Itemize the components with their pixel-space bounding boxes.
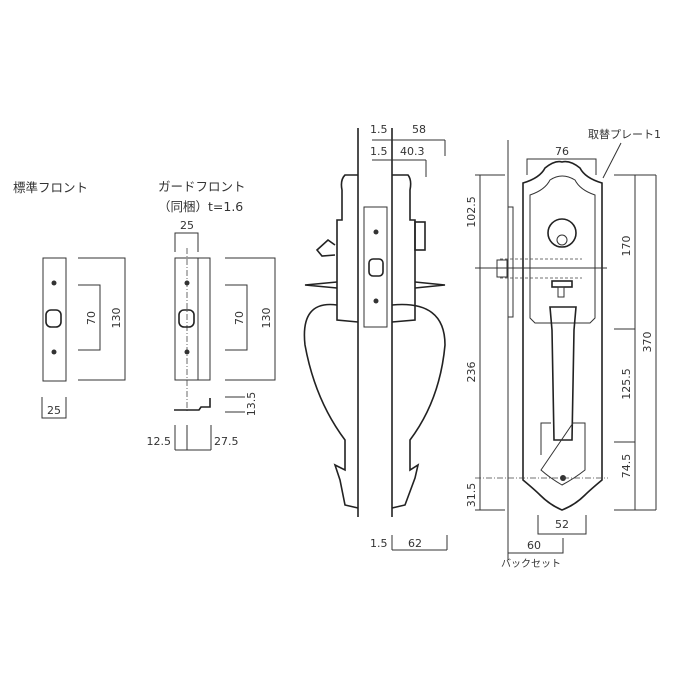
plate-label: 取替プレート1 xyxy=(588,127,661,141)
screw-hole xyxy=(184,280,190,286)
dim-370: 370 xyxy=(641,332,654,353)
escutcheon-inside xyxy=(336,174,359,323)
dim-60: 60 xyxy=(527,539,541,552)
mortise-front-plate xyxy=(363,206,388,328)
dim-70: 70 xyxy=(85,311,98,325)
latch-hole xyxy=(45,309,62,328)
screw-hole xyxy=(184,349,190,355)
guard-front-plate xyxy=(174,257,211,381)
thumb-turn xyxy=(315,238,336,257)
inside-handle xyxy=(303,303,359,509)
dim-1-5: 1.5 xyxy=(370,123,388,136)
dim-76: 76 xyxy=(555,145,569,158)
key-cylinder xyxy=(547,218,577,248)
dim-1-5: 1.5 xyxy=(370,537,388,550)
backset-label: バックセット xyxy=(501,558,561,570)
dim-27-5: 27.5 xyxy=(214,435,239,448)
dim-1-5: 1.5 xyxy=(370,145,388,158)
latch-hole xyxy=(178,309,195,328)
screw-hole xyxy=(51,349,57,355)
dim-12-5: 12.5 xyxy=(147,435,172,448)
dim-130: 130 xyxy=(260,308,273,329)
replacement-plate xyxy=(522,160,603,511)
guard-front-drawing: ガードフロント （同梱）t=1.6 25 70 130 13.5 12.5 27… xyxy=(147,179,276,451)
guard-front-subtitle: （同梱）t=1.6 xyxy=(158,199,243,214)
dim-13-5: 13.5 xyxy=(245,392,258,417)
outside-handle xyxy=(391,303,446,509)
dim-25: 25 xyxy=(180,219,194,232)
standard-front-title: 標準フロント xyxy=(13,180,88,195)
handle-grip xyxy=(549,306,577,441)
dim-70: 70 xyxy=(233,311,246,325)
dim-62: 62 xyxy=(408,537,422,550)
side-view-drawing: 1.5 58 1.5 40.3 1.5 62 xyxy=(303,123,448,551)
standard-front-plate xyxy=(42,257,67,382)
dim-58: 58 xyxy=(412,123,426,136)
front-view-drawing: 取替プレート1 76 102.5 236 31.5 170 125.5 74.5… xyxy=(465,127,661,570)
screw-hole xyxy=(51,280,57,286)
dim-236: 236 xyxy=(465,362,478,383)
dim-52: 52 xyxy=(555,518,569,531)
dim-170: 170 xyxy=(620,236,633,257)
dim-102-5: 102.5 xyxy=(465,196,478,228)
guard-bracket xyxy=(174,398,211,411)
dim-74-5: 74.5 xyxy=(620,454,633,479)
dim-130: 130 xyxy=(110,308,123,329)
dim-31-5: 31.5 xyxy=(465,483,478,508)
guard-front-title: ガードフロント xyxy=(158,179,246,194)
standard-front-drawing: 標準フロント 70 130 25 xyxy=(13,180,126,419)
dim-125-5: 125.5 xyxy=(620,368,633,400)
dim-40-3: 40.3 xyxy=(400,145,425,158)
escutcheon-outside xyxy=(391,174,416,323)
dim-25: 25 xyxy=(47,404,61,417)
